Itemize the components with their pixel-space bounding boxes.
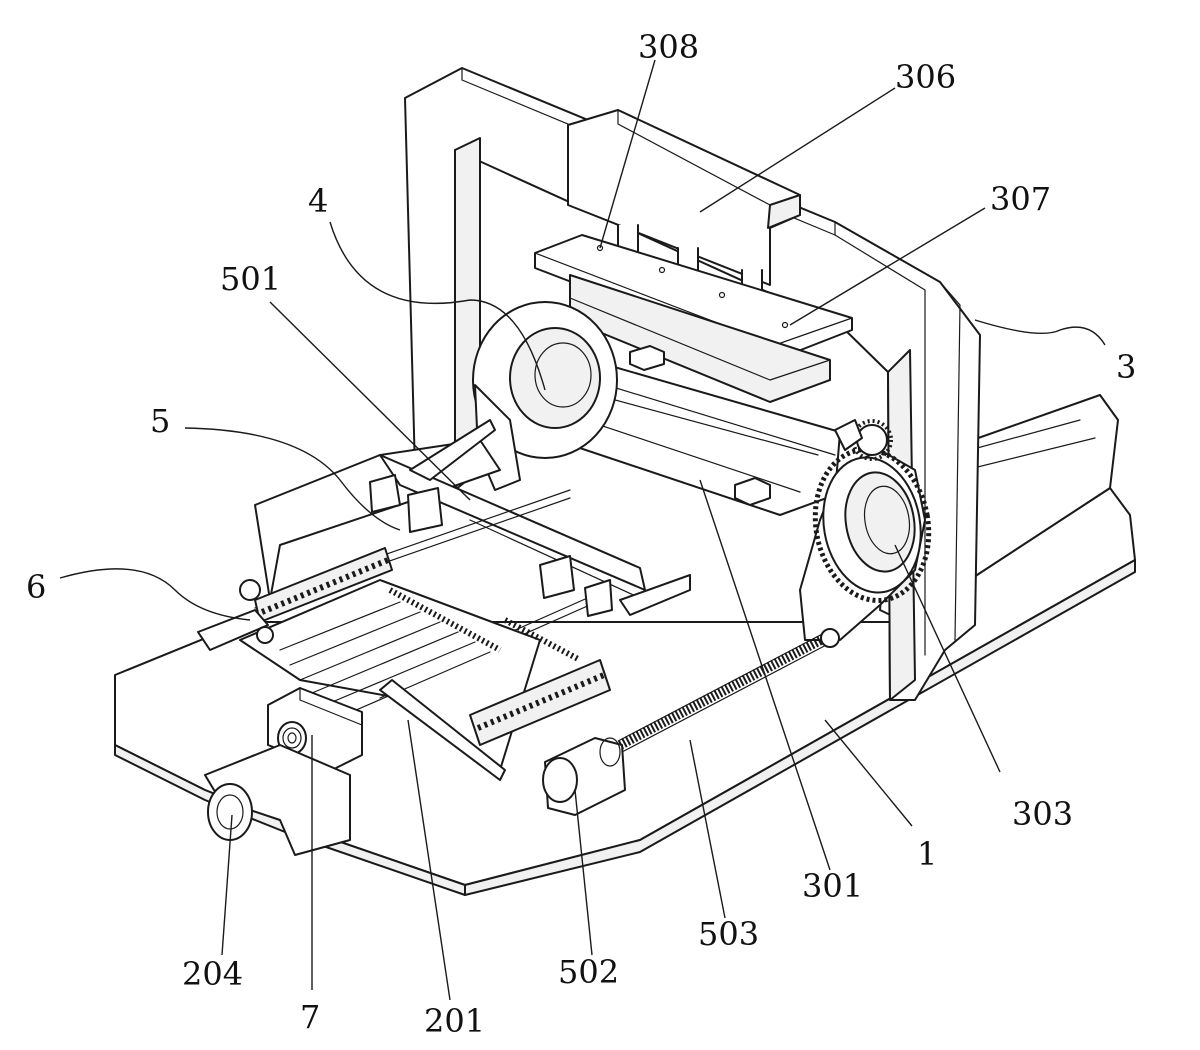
cylinder-assembly	[534, 109, 853, 403]
label-4: 4	[308, 182, 328, 220]
label-301: 301	[802, 867, 863, 905]
label-306: 306	[895, 58, 956, 96]
leader-lines	[59, 59, 1106, 1001]
lead-screw	[617, 628, 840, 753]
label-204: 204	[182, 955, 243, 993]
tooth-rack-right	[469, 659, 611, 746]
motor-204	[204, 744, 351, 856]
frame	[404, 67, 981, 701]
label-307: 307	[990, 180, 1051, 218]
label-308: 308	[638, 28, 699, 66]
label-303: 303	[1012, 795, 1073, 833]
label-3: 3	[1116, 348, 1136, 386]
label-5: 5	[150, 402, 170, 440]
tray-201	[239, 547, 611, 781]
label-503: 503	[698, 915, 759, 953]
reference-labels: 308 306 307 4 501 3 5 6 303 1 301 503 50…	[26, 28, 1136, 1040]
label-201: 201	[424, 1002, 485, 1040]
label-1: 1	[917, 835, 937, 873]
lever	[197, 579, 274, 651]
motor-502	[542, 737, 626, 816]
label-501: 501	[220, 260, 281, 298]
label-502: 502	[558, 953, 619, 991]
label-6: 6	[26, 568, 46, 606]
tray-rollers	[279, 601, 491, 718]
label-7: 7	[300, 998, 320, 1036]
right-ring	[799, 419, 932, 641]
